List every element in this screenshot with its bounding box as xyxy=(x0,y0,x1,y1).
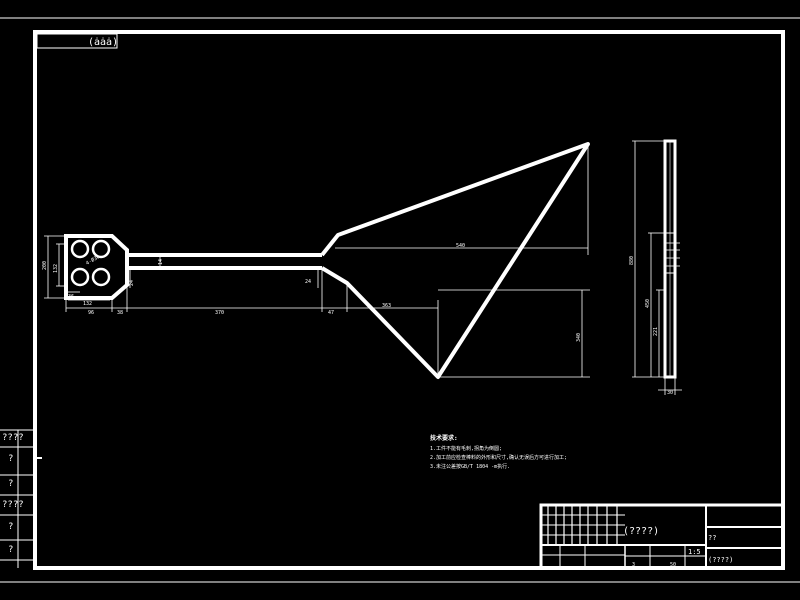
notes-heading: 技术要求: xyxy=(430,434,458,442)
bolt-plate: 4-Ø30 xyxy=(64,234,129,300)
triangle-head xyxy=(320,142,590,379)
title-row-number-2: 50 xyxy=(670,562,676,568)
corner-code: (ȧȧȧ) xyxy=(88,37,118,48)
left-strip-label-1: ???? xyxy=(2,433,24,443)
dim-side-width: 30 xyxy=(667,390,673,396)
side-view xyxy=(632,139,682,395)
drawing-border xyxy=(33,30,785,570)
dim-shaft-height-right: 24 xyxy=(305,279,311,285)
bolt-hole-top-left xyxy=(70,239,90,259)
left-strip-label-2: ? xyxy=(8,454,13,464)
notes-line-2: 2.加工前应检查棒料的外形和尺寸,确认无误后方可进行加工; xyxy=(430,454,567,461)
dim-neck-offset: 38 xyxy=(117,310,123,316)
dim-shaft-length: 370 xyxy=(215,310,224,316)
dim-neck-offset-right: 47 xyxy=(328,310,334,316)
dim-plate-hole-span: 132 xyxy=(83,301,92,307)
title-scale: 1:5 xyxy=(688,548,701,556)
dim-plate-width-total: 96 xyxy=(88,310,94,316)
dim-shaft-height-left: 24 xyxy=(129,280,135,286)
dim-plate-inner-height: 132 xyxy=(53,264,59,273)
left-strip-label-5: ? xyxy=(8,522,13,532)
corner-code-box xyxy=(36,33,118,49)
dim-triangle-length: 540 xyxy=(456,243,465,249)
dim-side-total-height: 880 xyxy=(629,256,635,265)
dim-plate-bottom-offset: 36 xyxy=(68,294,74,300)
bolt-hole-bottom-left xyxy=(70,267,90,287)
left-strip: ???? ? ? ???? ? ? xyxy=(0,429,42,568)
title-code: ?? xyxy=(708,534,716,542)
title-main: (????) xyxy=(623,526,659,537)
bolt-hole-bottom-right xyxy=(91,267,111,287)
shaft: 14 xyxy=(127,253,322,270)
dim-lower-span: 363 xyxy=(382,303,391,309)
dim-side-mid-height: 450 xyxy=(645,299,651,308)
dim-triangle-drop: 340 xyxy=(576,333,582,342)
dim-bolt-circle: 4-Ø30 xyxy=(85,253,102,267)
front-dimensions xyxy=(44,144,590,378)
notes-line-1: 1.工件不能有毛刺,拐角为倒圆; xyxy=(430,445,502,452)
left-strip-label-3: ? xyxy=(8,479,13,489)
notes-line-3: 3.未注公差按GB/T 1804 -m执行. xyxy=(430,463,510,470)
technical-notes: 技术要求: 1.工件不能有毛刺,拐角为倒圆; 2.加工前应检查棒料的外形和尺寸,… xyxy=(430,434,567,470)
left-strip-label-4: ???? xyxy=(2,500,24,510)
dim-side-lower-height: 221 xyxy=(653,327,659,336)
left-strip-label-6: ? xyxy=(8,545,13,555)
title-material: (????) xyxy=(708,556,733,564)
title-block: (????) ?? 1:5 (????) 3 50 xyxy=(539,503,785,570)
title-row-number-1: 3 xyxy=(632,562,635,568)
dim-plate-height: 200 xyxy=(42,261,48,270)
dim-shaft-width: 14 xyxy=(158,259,164,265)
bolt-hole-top-right xyxy=(91,239,111,259)
